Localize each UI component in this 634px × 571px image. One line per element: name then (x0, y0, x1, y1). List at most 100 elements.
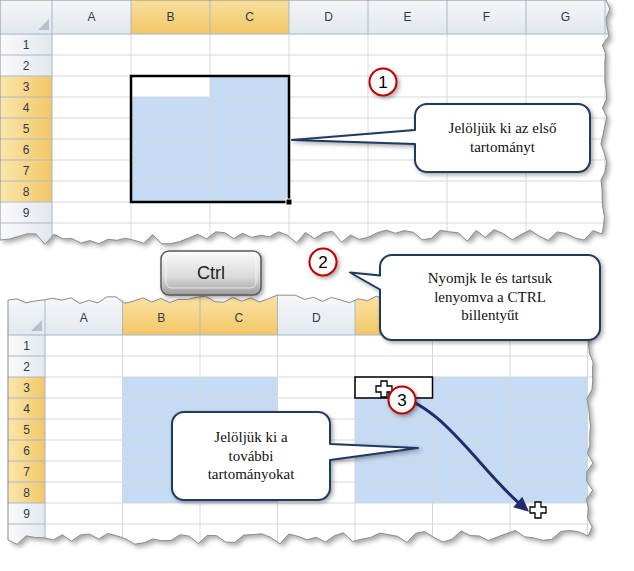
column-header-bar (0, 0, 634, 34)
selected-row-header (0, 76, 52, 97)
selected-row-header (0, 181, 52, 202)
row-number: 6 (23, 143, 30, 157)
row-number: 8 (23, 486, 30, 500)
gridline (45, 482, 634, 483)
callout-circle (389, 387, 416, 414)
row-header-divider (0, 97, 52, 98)
gridline (45, 524, 634, 525)
row-number: 7 (23, 465, 30, 479)
row-number: 9 (23, 507, 30, 521)
selected-column-header (200, 290, 278, 335)
row-header-divider (0, 139, 52, 140)
callout-outline (350, 255, 600, 340)
circle-shape (368, 67, 398, 97)
row-header-divider (0, 160, 52, 161)
row-header-divider (0, 265, 52, 266)
gridline (45, 377, 634, 378)
callout-box: Jelöljük ki a további tartományokat (172, 412, 330, 500)
row-header-divider (8, 524, 45, 525)
callout-text: Nyomjk le és tartsuk lenyomva a CTRL bil… (405, 269, 575, 325)
gridline (52, 139, 634, 140)
column-header: C (234, 311, 243, 325)
gridline (45, 566, 634, 567)
selected-row-header (0, 97, 52, 118)
row-header-divider (0, 55, 52, 56)
column-header-divider (122, 290, 123, 335)
cell-cursor (530, 502, 546, 518)
row-header-divider (8, 482, 45, 483)
row-number: 2 (23, 59, 30, 73)
callout-box: Nyomjk le és tartsuk lenyomva a CTRL bil… (380, 255, 600, 340)
row-number: 8 (23, 185, 30, 199)
header-border (8, 335, 634, 336)
column-header: F (483, 10, 490, 24)
column-header-divider (432, 290, 433, 335)
column-header: E (403, 10, 411, 24)
column-header: B (166, 10, 174, 24)
row-number: 3 (23, 80, 30, 94)
row-header-divider (0, 118, 52, 119)
row-header-divider (0, 181, 52, 182)
gridline (45, 419, 634, 420)
column-header-divider (368, 0, 369, 34)
selected-row-header (8, 398, 45, 419)
row-number: 1 (23, 339, 30, 353)
row-header-divider (8, 566, 45, 567)
row-header-divider (8, 419, 45, 420)
column-header-divider (289, 0, 290, 34)
row-number: 1 (23, 38, 30, 52)
row-number: 9 (23, 206, 30, 220)
gridline (45, 545, 634, 546)
column-header-divider (277, 290, 278, 335)
gridline (52, 244, 634, 245)
selected-row-header (8, 419, 45, 440)
column-header-divider (510, 290, 511, 335)
column-header: B (157, 311, 165, 325)
selected-row-header (8, 440, 45, 461)
column-header: D (312, 311, 321, 325)
selected-row-header (0, 139, 52, 160)
gridline (45, 440, 634, 441)
row-number: 5 (23, 423, 30, 437)
row-header-divider (8, 398, 45, 399)
row-header-divider (8, 545, 45, 546)
column-header: D (324, 10, 333, 24)
header-border (45, 335, 46, 571)
column-header-divider (45, 290, 46, 335)
gridline (45, 503, 634, 504)
cell-cursor (376, 381, 392, 397)
key-shape (160, 250, 262, 296)
keyboard-key: Ctrl (160, 250, 262, 296)
gridline (52, 223, 634, 224)
row-header-divider (0, 202, 52, 203)
row-number: 3 (23, 381, 30, 395)
row-number: 4 (23, 402, 30, 416)
column-header-divider (605, 0, 606, 34)
callout-number: 3 (387, 392, 417, 409)
callout-circle (310, 249, 337, 276)
active-cell (131, 76, 210, 97)
gridline (52, 181, 634, 182)
column-header: C (245, 10, 254, 24)
gridline (510, 335, 511, 571)
selected-column-header (131, 0, 210, 34)
selected-row-header (8, 482, 45, 503)
callout-text: Jelöljük ki az első tartományt (427, 119, 578, 157)
callout-outline (292, 104, 590, 172)
gridline (277, 335, 278, 571)
torn-edge-outline (0, 0, 610, 244)
row-number: 6 (23, 444, 30, 458)
gridline (45, 461, 634, 462)
row-header-divider (8, 356, 45, 357)
gridline (45, 356, 634, 357)
column-header-divider (52, 0, 53, 34)
callout-shape (172, 412, 330, 500)
callout-number: 1 (368, 74, 398, 91)
header-border (0, 34, 634, 35)
callout-text: Jelöljük ki a további tartományokat (191, 428, 311, 484)
drag-arrow (388, 394, 520, 504)
callout-outline (172, 412, 418, 500)
callout-shape (380, 255, 600, 340)
row-header-divider (8, 503, 45, 504)
